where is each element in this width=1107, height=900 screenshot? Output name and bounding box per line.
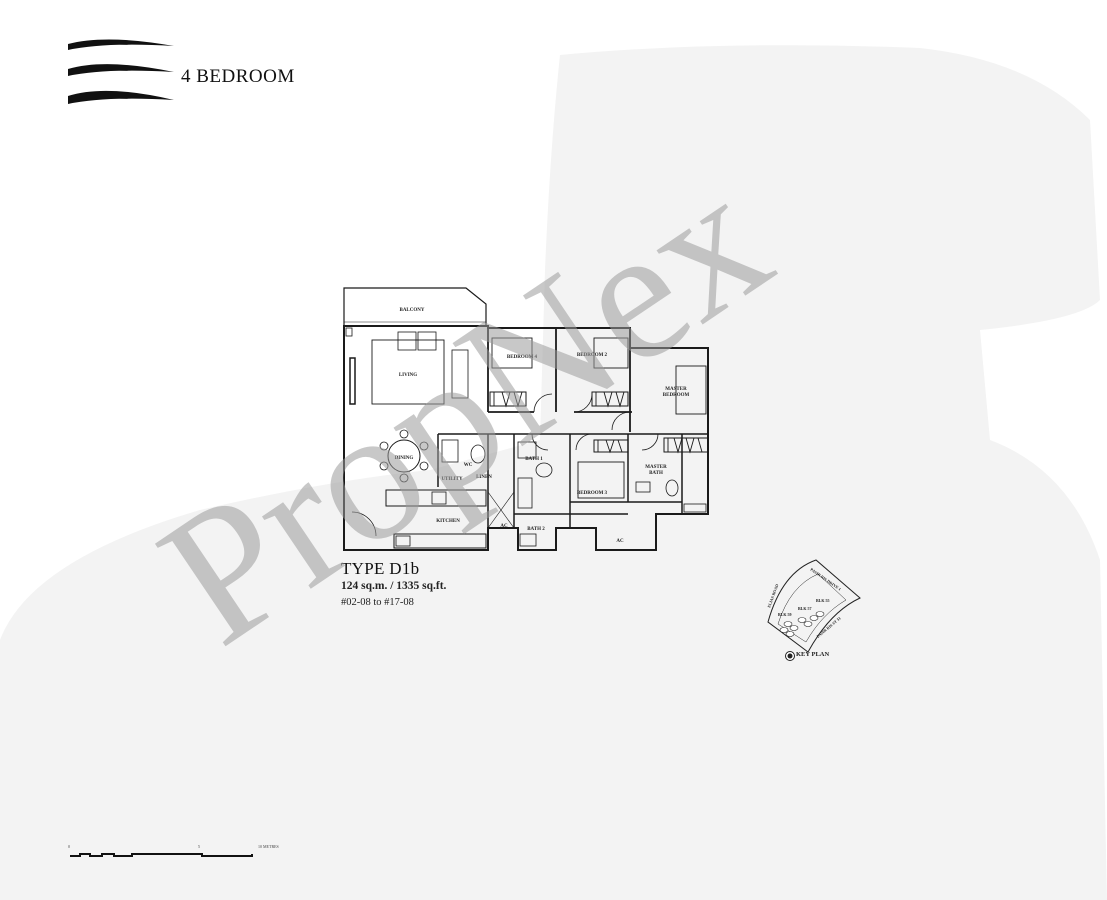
room-label-bath-2: BATH 2 xyxy=(527,527,545,532)
room-label-master-bath: MASTER xyxy=(645,465,667,470)
room-label-living: LIVING xyxy=(399,373,417,378)
sofa xyxy=(371,339,445,405)
key-plan-map: PASIR RIS DRIVE 1 ELIAS ROAD PASIR RIS S… xyxy=(766,559,861,661)
dining-table xyxy=(387,439,421,473)
room-label-balcony: BALCONY xyxy=(399,308,424,313)
balcony-outline xyxy=(343,287,487,327)
room-label-ac-1: AC xyxy=(500,524,508,529)
unit-area: 124 sq.m. / 1335 sq.ft. xyxy=(341,580,447,592)
key-plan-label: KEY PLAN xyxy=(796,651,830,658)
room-label-bath-1: BATH 1 xyxy=(525,457,543,462)
room-label-bedroom-4: BEDROOM 4 xyxy=(507,355,538,360)
room-label-master-bedroom: MASTER xyxy=(665,387,687,392)
room-label-utility: UTILITY xyxy=(441,477,463,482)
scale-tick-0: 0 xyxy=(68,844,70,849)
key-plan-road-3: PASIR RIS ST 51 xyxy=(815,616,841,639)
room-label-master-bath-2: BATH xyxy=(649,471,663,476)
scale-tick-5: 5 xyxy=(198,844,200,849)
room-label-dining: DINING xyxy=(395,456,414,461)
unit-type-title: TYPE D1b xyxy=(341,559,420,578)
key-plan-block-57: BLK 57 xyxy=(798,606,811,611)
room-label-bedroom-2: BEDROOM 2 xyxy=(577,353,608,358)
room-label-kitchen: KITCHEN xyxy=(436,519,460,524)
key-plan-block-55: BLK 55 xyxy=(816,598,829,603)
room-label-wc: WC xyxy=(464,463,473,468)
room-label-master-bedroom-2: BEDROOM xyxy=(663,393,690,398)
scale-tick-10: 10 METRES xyxy=(258,844,279,849)
scale-bar: 0 5 10 METRES xyxy=(68,844,279,857)
page-title: 4 BEDROOM xyxy=(181,66,295,87)
key-plan-road-1: PASIR RIS DRIVE 1 xyxy=(809,567,842,592)
room-label-bedroom-3: BEDROOM 3 xyxy=(577,491,608,496)
unit-range: #02-08 to #17-08 xyxy=(341,597,414,608)
floor-plan: BALCONY LIVING DINING BEDROOM 4 BEDROOM … xyxy=(343,287,709,551)
room-label-linen: LINEN xyxy=(476,475,492,480)
brand-logo xyxy=(68,39,174,104)
room-label-ac-2: AC xyxy=(616,539,624,544)
key-plan-block-59: BLK 59 xyxy=(778,612,791,617)
